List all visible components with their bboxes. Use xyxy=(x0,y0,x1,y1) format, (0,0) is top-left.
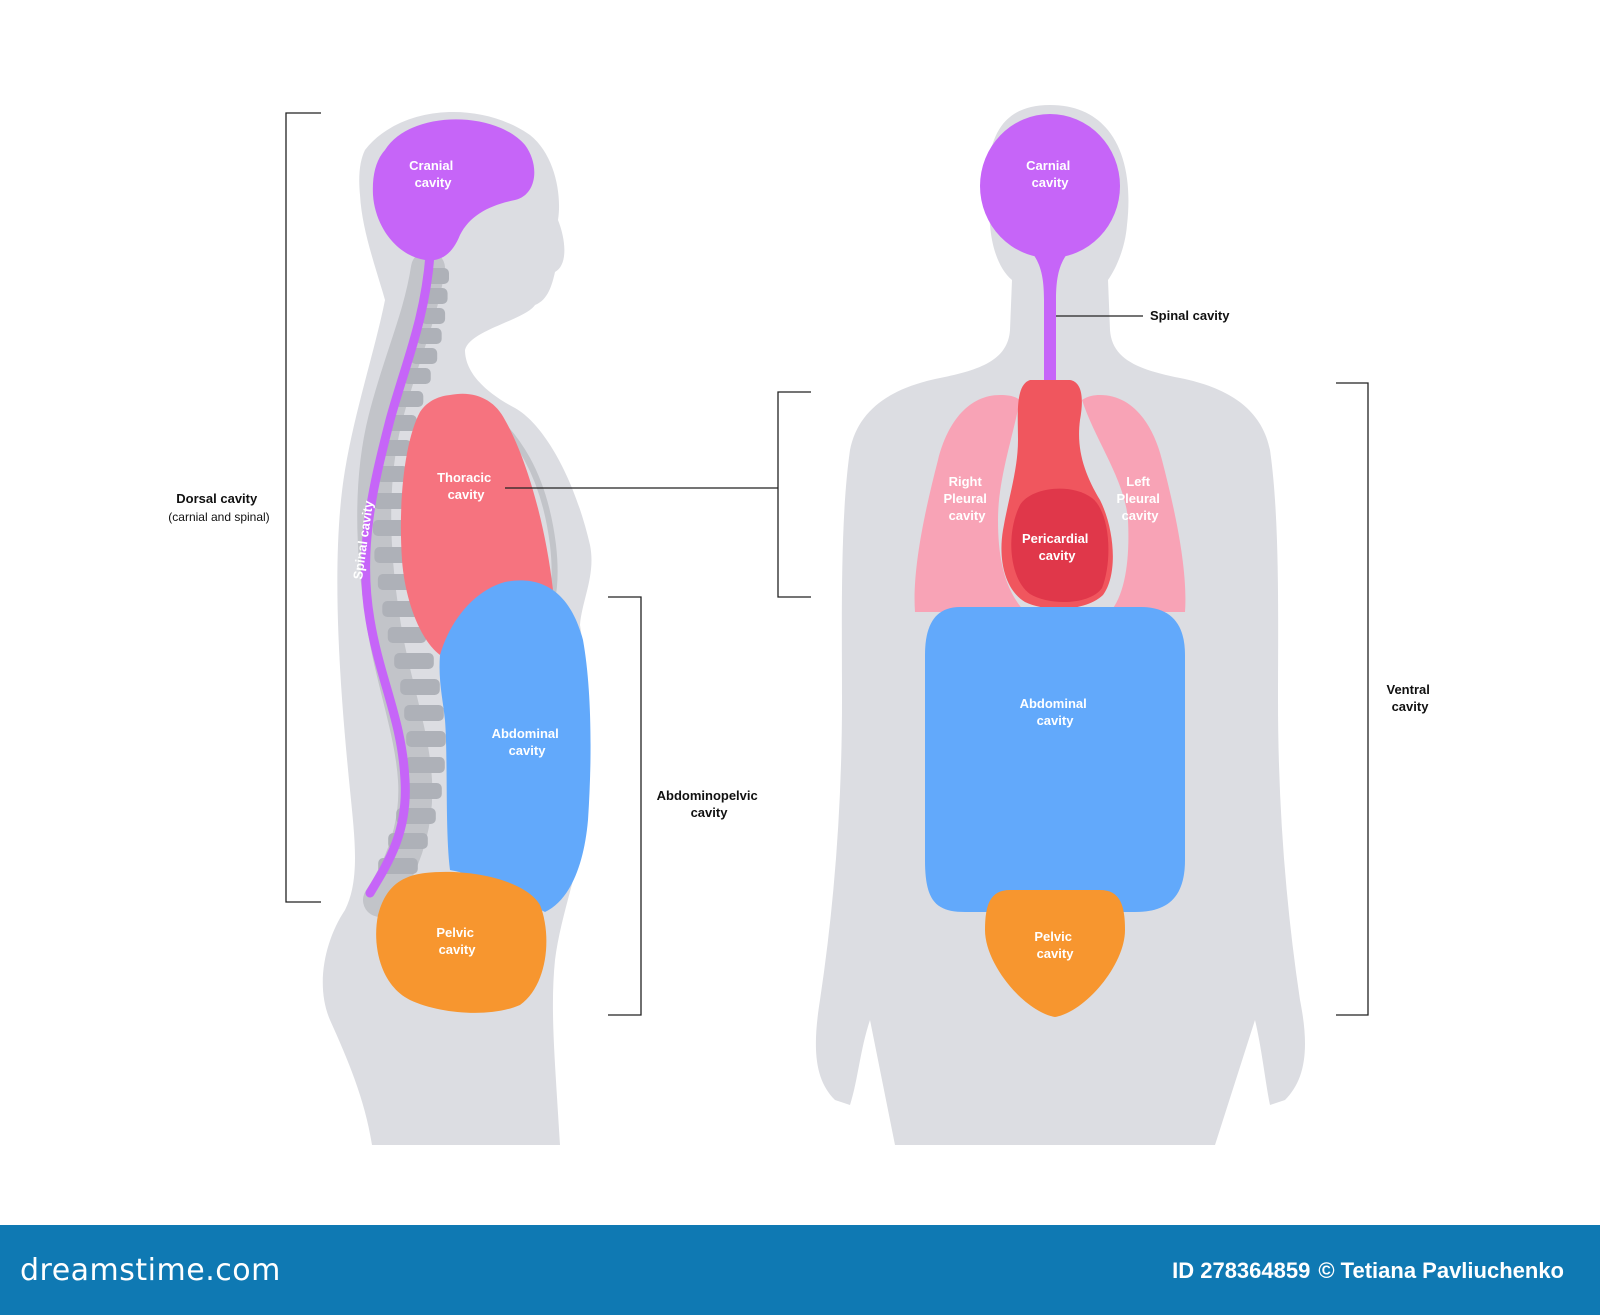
side-spinal-cavity-shape xyxy=(361,250,435,898)
pericardial-label: Pericardial cavity xyxy=(1022,531,1092,563)
ventral-bracket xyxy=(1336,382,1369,1016)
side-abdominal-label: Abdominal cavity xyxy=(492,726,563,758)
brackets: Dorsal cavity (carnial and spinal) Abdom… xyxy=(168,112,1434,1016)
vertebra xyxy=(382,601,420,617)
body-cavities-diagram: Cranial cavity Thoracic cavity Abdominal… xyxy=(168,105,1434,1145)
front-spinal-cavity-shape xyxy=(1030,250,1070,385)
side-cranial-cavity-shape xyxy=(372,119,535,261)
front-view: Carnial cavity Right Pleural cavity Left… xyxy=(815,105,1305,1145)
image-credit: ID 278364859 © Tetiana Pavliuchenko xyxy=(1172,1258,1572,1284)
dreamstime-logo: dreamstime.com xyxy=(20,1253,281,1288)
side-thoracic-cavity-shape xyxy=(400,393,553,655)
right-pleural-label: Right Pleural cavity xyxy=(944,474,991,523)
abdominopelvic-bracket xyxy=(608,596,642,1016)
ventral-cavity-label: Ventral cavity xyxy=(1387,682,1434,714)
front-spinal-cavity-label: Spinal cavity xyxy=(1150,308,1230,323)
vertebra xyxy=(424,288,448,304)
dorsal-cavity-label: Dorsal cavity (carnial and spinal) xyxy=(168,490,269,524)
pericardial-cavity-shape xyxy=(1011,488,1109,603)
author-credit: © Tetiana Pavliuchenko xyxy=(1318,1258,1564,1283)
side-view: Cranial cavity Thoracic cavity Abdominal… xyxy=(322,112,592,1145)
vertebra xyxy=(402,783,442,799)
front-cranial-label: Carnial cavity xyxy=(1026,158,1074,190)
right-pleural-cavity-shape xyxy=(914,395,1025,612)
stock-watermark-footer: dreamstime.com ID 278364859 © Tetiana Pav… xyxy=(0,1225,1600,1315)
front-pelvic-cavity-shape xyxy=(985,890,1125,1017)
side-pelvic-cavity-shape xyxy=(376,871,547,1013)
side-abdominal-cavity-shape xyxy=(439,580,591,912)
side-cranial-label: Cranial cavity xyxy=(409,158,457,190)
side-pelvic-label: Pelvic cavity xyxy=(436,925,477,957)
vertebra xyxy=(394,653,434,669)
vertebra xyxy=(416,328,442,344)
vertebra xyxy=(406,731,446,747)
front-pelvic-label: Pelvic cavity xyxy=(1034,929,1075,961)
front-abdominal-label: Abdominal cavity xyxy=(1020,696,1091,728)
vertebra xyxy=(400,679,440,695)
vertebra xyxy=(403,368,431,384)
vertebra xyxy=(374,547,410,563)
vertebra xyxy=(372,520,408,536)
side-thoracic-label: Thoracic cavity xyxy=(437,470,495,502)
vertebra xyxy=(420,308,446,324)
vertebra xyxy=(404,705,444,721)
vertebra xyxy=(376,466,408,482)
image-id: ID 278364859 xyxy=(1172,1258,1311,1283)
vertebra xyxy=(405,757,445,773)
front-abdominal-cavity-shape xyxy=(925,607,1185,912)
left-pleural-cavity-shape xyxy=(1082,395,1186,612)
left-pleural-label: Left Pleural cavity xyxy=(1117,474,1164,523)
thoracic-bracket xyxy=(777,391,811,598)
vertebra xyxy=(373,493,407,509)
vertebra xyxy=(387,627,427,643)
abdominopelvic-label: Abdominopelvic cavity xyxy=(657,788,762,820)
vertebra xyxy=(410,348,438,364)
front-cranial-cavity-shape xyxy=(980,114,1120,258)
dorsal-bracket xyxy=(285,112,321,903)
